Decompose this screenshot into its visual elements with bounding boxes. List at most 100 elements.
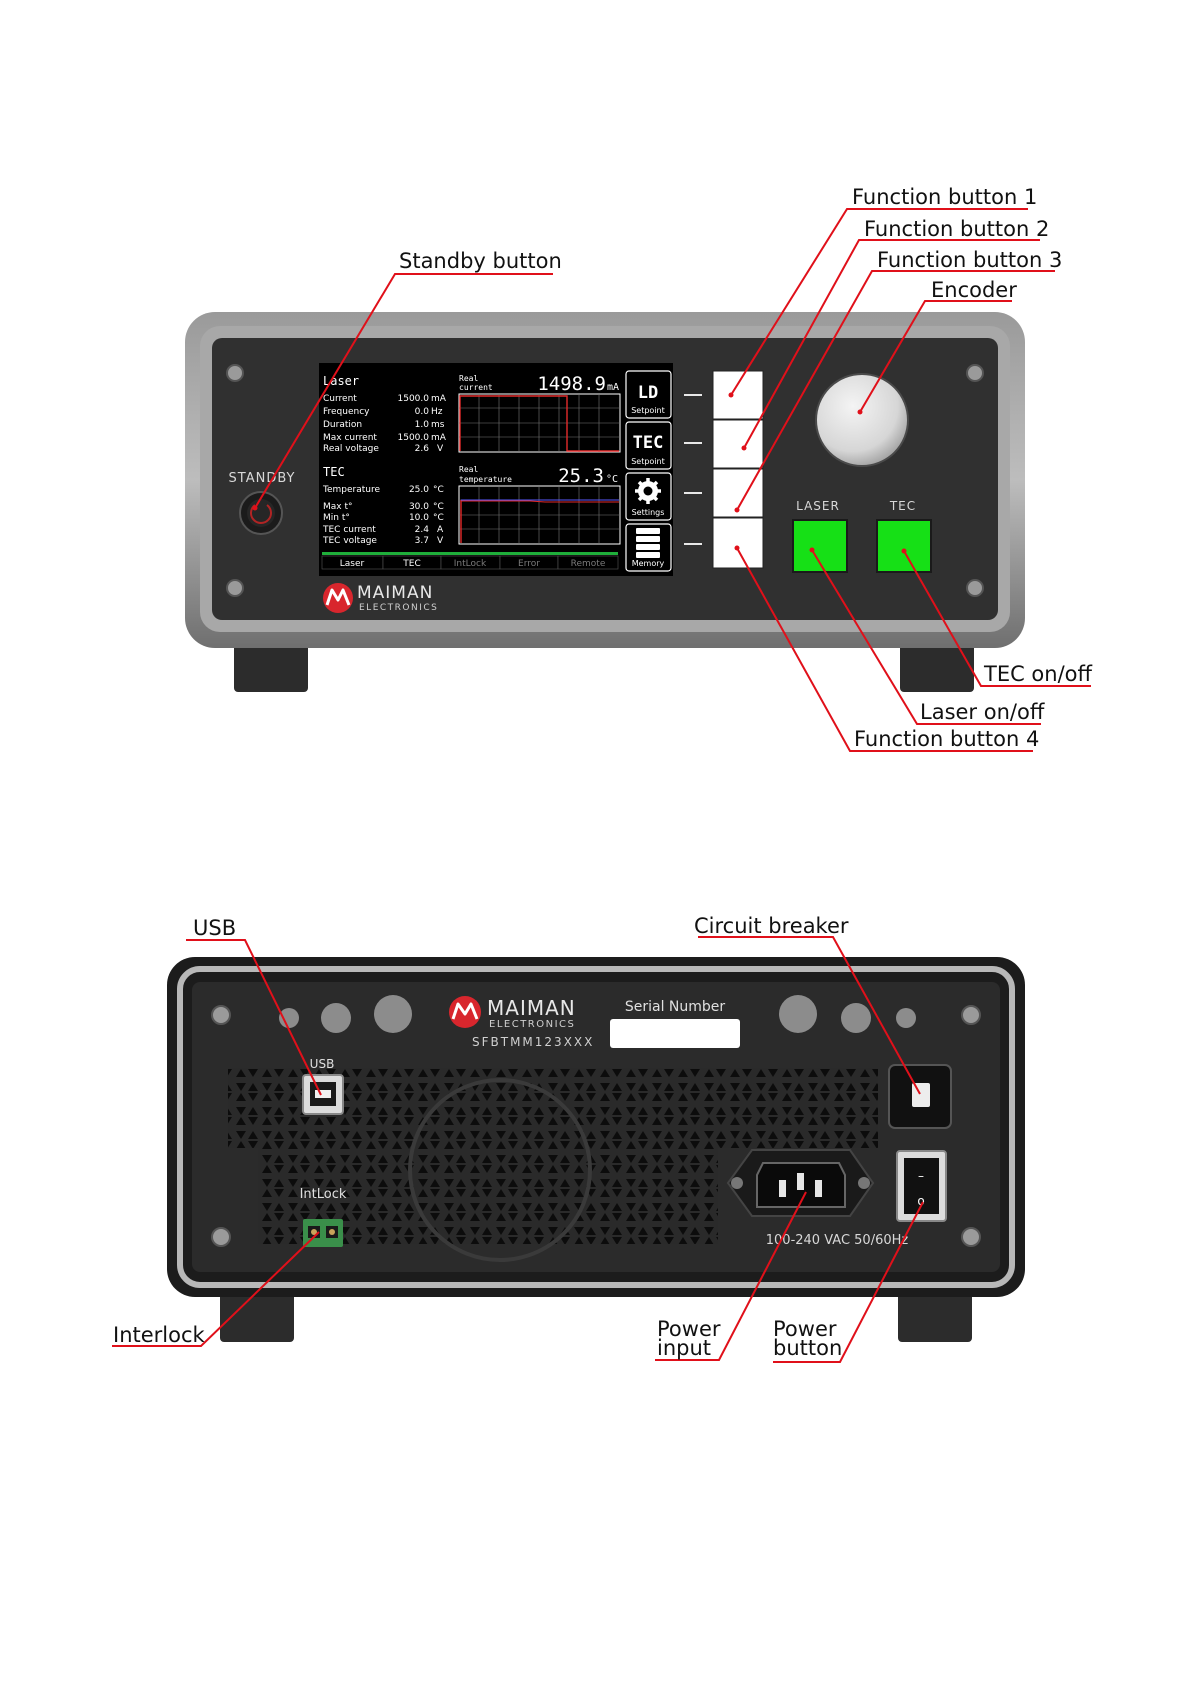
callout-tec-on-off: TEC on/off [983, 662, 1093, 686]
callout-power-button-line1: Power [773, 1317, 837, 1341]
soft-button-settings: Settings [625, 472, 672, 521]
laser-params: Current 1500.0 mA Frequency 0.0 Hz Durat… [323, 394, 447, 454]
param-value: 1.0 [415, 420, 430, 430]
param-value: 2.4 [415, 525, 430, 535]
tec-button-label: TEC [889, 499, 916, 513]
param-unit: Hz [431, 407, 443, 417]
soft-button-caption: Setpoint [631, 457, 665, 466]
brand-name: MAIMAN [357, 583, 433, 603]
front-panel-view: STANDBY Laser Current 1500.0 mA Frequenc… [185, 312, 1025, 692]
rear-panel-view: MAIMAN ELECTRONICS SFBTMM123XXX Serial N… [167, 957, 1025, 1342]
param-value: 10.0 [409, 513, 429, 523]
real-temp-value: 25.3 [558, 465, 604, 487]
intlock-port-label: IntLock [300, 1187, 347, 1202]
callout-line-interlock [112, 1231, 320, 1347]
callout-endpoints [252, 392, 907, 554]
real-current-value: 1498.9 [537, 373, 606, 395]
param-unit: °C [433, 502, 444, 512]
callout-circuit-breaker: Circuit breaker [694, 914, 849, 938]
interlock-connector[interactable] [303, 1219, 343, 1247]
callout-function-button-4: Function button 4 [854, 727, 1039, 751]
encoder-knob[interactable] [815, 373, 909, 467]
param-unit: V [437, 444, 444, 454]
screen-tab-laser: Laser [340, 559, 365, 569]
param-value: 0.0 [415, 407, 430, 417]
screw-icon [966, 579, 984, 597]
soft-button-ld-setpoint: LD Setpoint [625, 370, 672, 419]
param-value: 2.6 [415, 444, 430, 454]
screw-icon [226, 364, 244, 382]
brand-sub: ELECTRONICS [489, 1019, 575, 1030]
soft-button-title: LD [638, 383, 658, 403]
model-number: SFBTMM123XXX [472, 1035, 594, 1049]
voltage-rating-label: 100-240 VAC 50/60Hz [766, 1233, 909, 1248]
function-button-1[interactable] [712, 370, 764, 420]
usb-port-label: USB [310, 1057, 335, 1071]
callout-line-fb3 [736, 270, 1055, 511]
knockout-hole [279, 1008, 299, 1028]
serial-number-plate [610, 1019, 740, 1048]
callout-line-fb1 [730, 208, 1028, 396]
callout-usb: USB [193, 916, 236, 940]
param-unit: °C [433, 513, 444, 523]
param-name: Real voltage [323, 444, 379, 454]
knockout-hole [896, 1008, 916, 1028]
power-inlet[interactable] [726, 1149, 875, 1217]
soft-button-caption: Setpoint [631, 406, 665, 415]
soft-button-caption: Settings [632, 508, 665, 517]
switch-on-mark: – [918, 1169, 924, 1183]
callout-standby-button: Standby button [399, 249, 562, 273]
param-name: Frequency [323, 407, 370, 417]
param-name: Duration [323, 420, 362, 430]
callout-interlock: Interlock [113, 1323, 206, 1347]
soft-button-memory: Memory [625, 523, 672, 572]
screw-icon [961, 1227, 981, 1247]
callout-line-breaker [698, 936, 921, 1095]
rear-foot-right [898, 1290, 972, 1342]
standby-button[interactable] [239, 491, 283, 535]
param-name: Current [323, 394, 357, 404]
fan-icon [408, 1078, 592, 1262]
callout-power-button-line2: button [773, 1336, 842, 1360]
screen-tab-intlock: IntLock [454, 559, 487, 569]
callout-line-encoder [859, 300, 1012, 413]
soft-button-caption: Memory [632, 559, 665, 568]
callouts [112, 208, 1091, 1363]
standby-label: STANDBY [229, 471, 296, 486]
callout-encoder: Encoder [931, 278, 1017, 302]
param-name: Temperature [322, 485, 380, 495]
real-temp-label: temperature [459, 475, 512, 484]
param-name: TEC current [322, 525, 376, 535]
param-unit: A [437, 525, 444, 535]
screw-icon [961, 1005, 981, 1025]
lcd-screen: Laser Current 1500.0 mA Frequency 0.0 Hz… [319, 363, 673, 576]
power-icon [250, 504, 272, 524]
screen-tab-bar: Laser TEC IntLock Error Remote [321, 555, 619, 570]
param-unit: mA [431, 433, 447, 443]
tec-on-off-button[interactable] [876, 519, 932, 573]
front-maiman-logo: MAIMAN ELECTRONICS [323, 583, 438, 613]
callout-line-power-button [773, 1201, 924, 1363]
real-current-unit: mA [607, 382, 619, 393]
callout-power-input-line1: Power [657, 1317, 721, 1341]
switch-off-mark: o [917, 1194, 924, 1208]
power-switch[interactable]: – o [896, 1150, 947, 1222]
callout-line-laser [811, 549, 1041, 725]
usb-port[interactable] [302, 1074, 344, 1115]
callout-line-standby [254, 273, 553, 509]
function-button-4[interactable] [712, 517, 764, 569]
knockout-hole [779, 995, 817, 1033]
circuit-breaker[interactable] [888, 1064, 952, 1129]
serial-number-label: Serial Number [625, 999, 726, 1015]
param-unit: mA [431, 394, 447, 404]
screw-icon [966, 364, 984, 382]
temperature-graph [458, 485, 621, 545]
rear-bezel-trim [177, 966, 1015, 1288]
param-name: TEC voltage [322, 536, 377, 546]
real-temp-label: Real [459, 465, 478, 474]
param-value: 1500.0 [398, 433, 430, 443]
param-value: 25.0 [409, 485, 429, 495]
brand-sub: ELECTRONICS [359, 603, 438, 613]
callout-power-input-line2: input [657, 1336, 711, 1360]
